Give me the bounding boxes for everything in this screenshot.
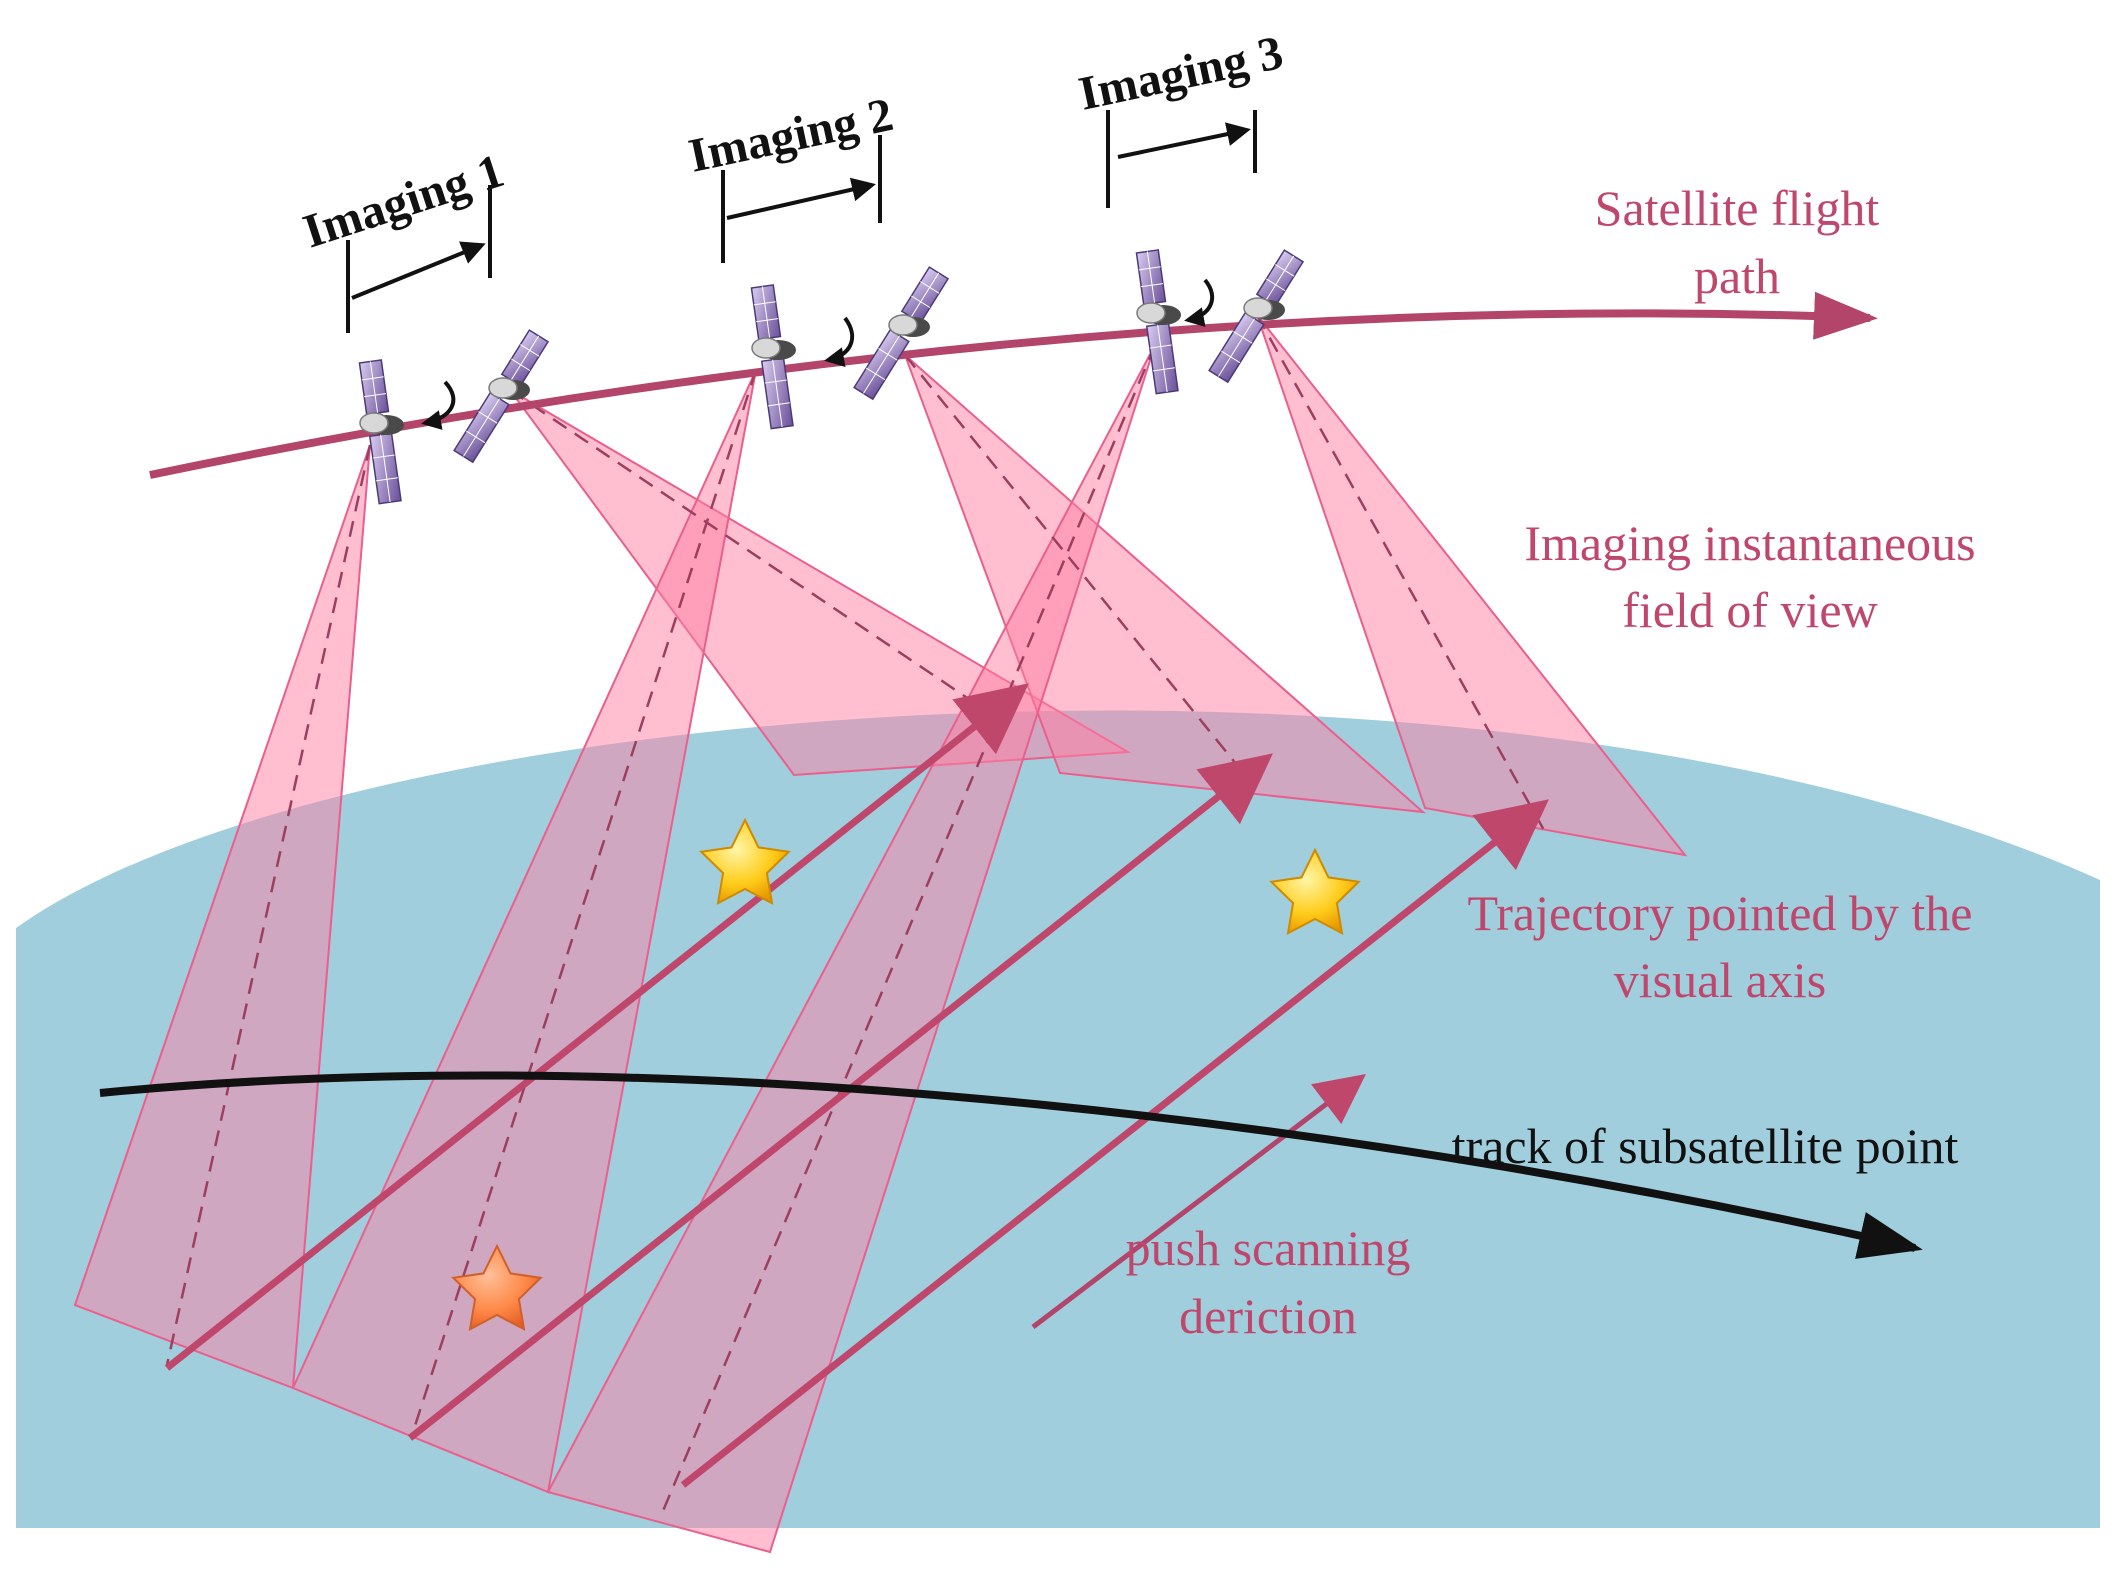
fov-3a: [546, 344, 1156, 1554]
fov-1a: [73, 444, 371, 1390]
imaging-label-3: Imaging 3: [1074, 26, 1287, 121]
imaging-bracket-2: [721, 135, 882, 263]
imaging-label-1: Imaging 1: [297, 144, 510, 258]
satellite-icon: [750, 284, 797, 430]
trajectory-arrow-1: [164, 683, 1029, 1371]
trajectory-arrow-3: [680, 799, 1549, 1488]
imaging-bracket-3: [1106, 110, 1257, 208]
subsatellite-track: [99, 1071, 1923, 1259]
rotation-arrow-icon: [1184, 278, 1215, 327]
fov-2a: [291, 369, 757, 1494]
flight-path-label-line1: Satellite flight: [1595, 180, 1880, 236]
fov-3b: [1256, 314, 1688, 857]
trajectory-label-line1: Trajectory pointed by the: [1467, 885, 1972, 941]
imaging-bracket-1: [346, 185, 492, 333]
trajectory-arrows: [164, 683, 1549, 1488]
rotation-arrow-icon: [824, 316, 855, 367]
push-scanning-label-line1: push scanning: [1126, 1220, 1411, 1276]
trajectory-label-line2: visual axis: [1614, 952, 1826, 1008]
visual-axis-lines: [165, 314, 1547, 1519]
push-scanning-arrow: [1031, 1073, 1366, 1329]
trajectory-arrow-2: [407, 753, 1273, 1441]
push-scanning-label-line2: deriction: [1179, 1288, 1357, 1344]
ifov-label-line2: field of view: [1622, 582, 1877, 638]
subsatellite-track-label: track of subsatellite point: [1452, 1118, 1959, 1174]
rotation-arrow-icon: [421, 380, 456, 430]
ifov-label-line1: Imaging instantaneous: [1524, 515, 1975, 571]
imaging-label-2: Imaging 2: [684, 88, 897, 183]
fov-group: [73, 314, 1688, 1554]
satellite-icon: [453, 329, 549, 463]
flight-path-label-line2: path: [1694, 248, 1780, 304]
